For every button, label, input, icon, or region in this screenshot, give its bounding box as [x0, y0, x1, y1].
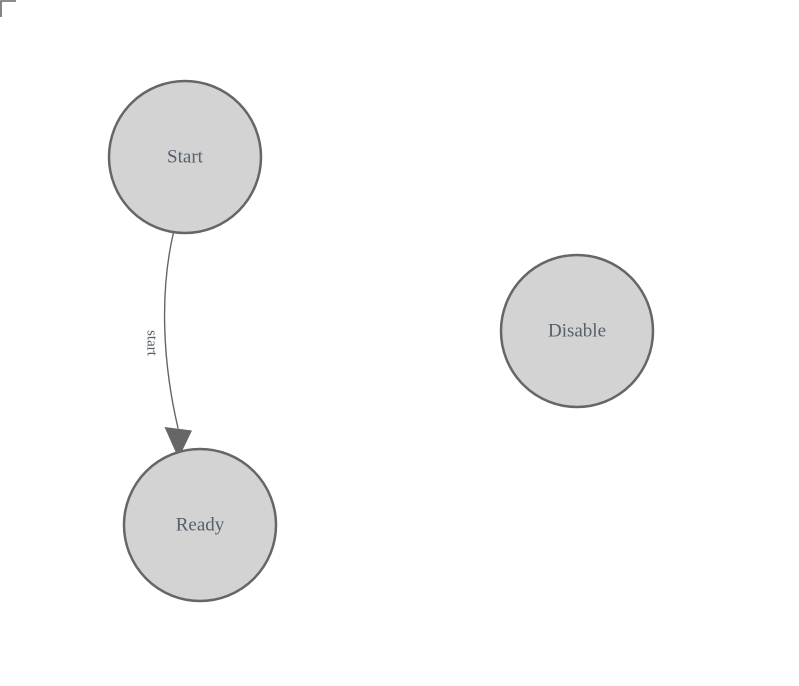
- node-ready[interactable]: Ready: [122, 447, 278, 603]
- node-shape-circle: [107, 79, 263, 235]
- node-label-start: Start: [167, 146, 204, 167]
- arrowhead-icon: [164, 427, 192, 459]
- node-label-disable: Disable: [548, 320, 606, 341]
- canvas-corner-bracket-icon: [0, 0, 16, 17]
- node-shape-circle: [122, 447, 278, 603]
- edge-line: [163, 231, 179, 429]
- node-disable[interactable]: Disable: [499, 253, 655, 409]
- node-start[interactable]: Start: [107, 79, 263, 235]
- edge-label-start: start: [144, 330, 160, 357]
- node-shape-circle: [499, 253, 655, 409]
- edge-start-to-ready[interactable]: start: [144, 231, 192, 459]
- node-label-ready: Ready: [176, 514, 225, 535]
